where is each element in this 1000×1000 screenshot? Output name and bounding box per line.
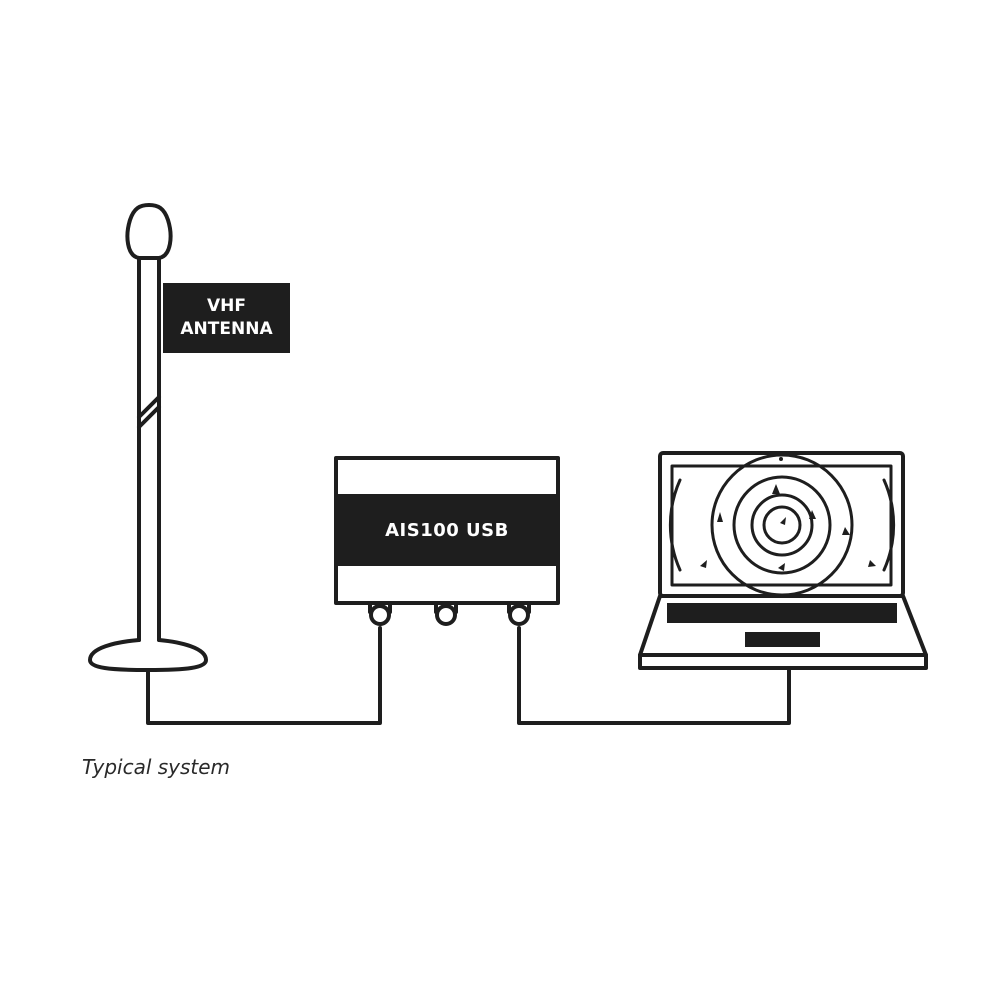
radar-display (668, 453, 896, 597)
touchpad (745, 632, 820, 647)
diagram-caption: Typical system (82, 755, 231, 779)
antenna-label-line1: VHF (207, 296, 246, 316)
target-icon (778, 563, 785, 571)
connector-vhf (369, 604, 391, 626)
target-icon (700, 560, 707, 568)
laptop (638, 451, 928, 670)
target-icon (868, 560, 876, 567)
ais100-usb-device (334, 456, 560, 626)
target-icon (780, 517, 786, 525)
antenna-tip (125, 203, 173, 260)
target-icon (842, 527, 850, 535)
device-label: AIS100 USB (336, 494, 558, 566)
webcam (779, 457, 783, 461)
antenna-base (88, 638, 208, 672)
ais-targets (700, 484, 876, 571)
antenna-mast (137, 256, 161, 642)
target-icon (772, 484, 780, 494)
target-icon (717, 512, 723, 522)
laptop-lid (658, 451, 905, 598)
antenna-cable (146, 626, 382, 725)
target-icon (809, 510, 816, 519)
laptop-screen (670, 464, 893, 587)
antenna-label-line2: ANTENNA (180, 319, 273, 339)
connector-usb (508, 604, 530, 626)
keyboard (667, 603, 897, 623)
vhf-antenna (88, 203, 208, 672)
antenna-stripe (137, 395, 161, 429)
usb-cable (517, 626, 791, 725)
connector-middle (435, 604, 457, 626)
antenna-label: VHF ANTENNA (163, 283, 290, 353)
